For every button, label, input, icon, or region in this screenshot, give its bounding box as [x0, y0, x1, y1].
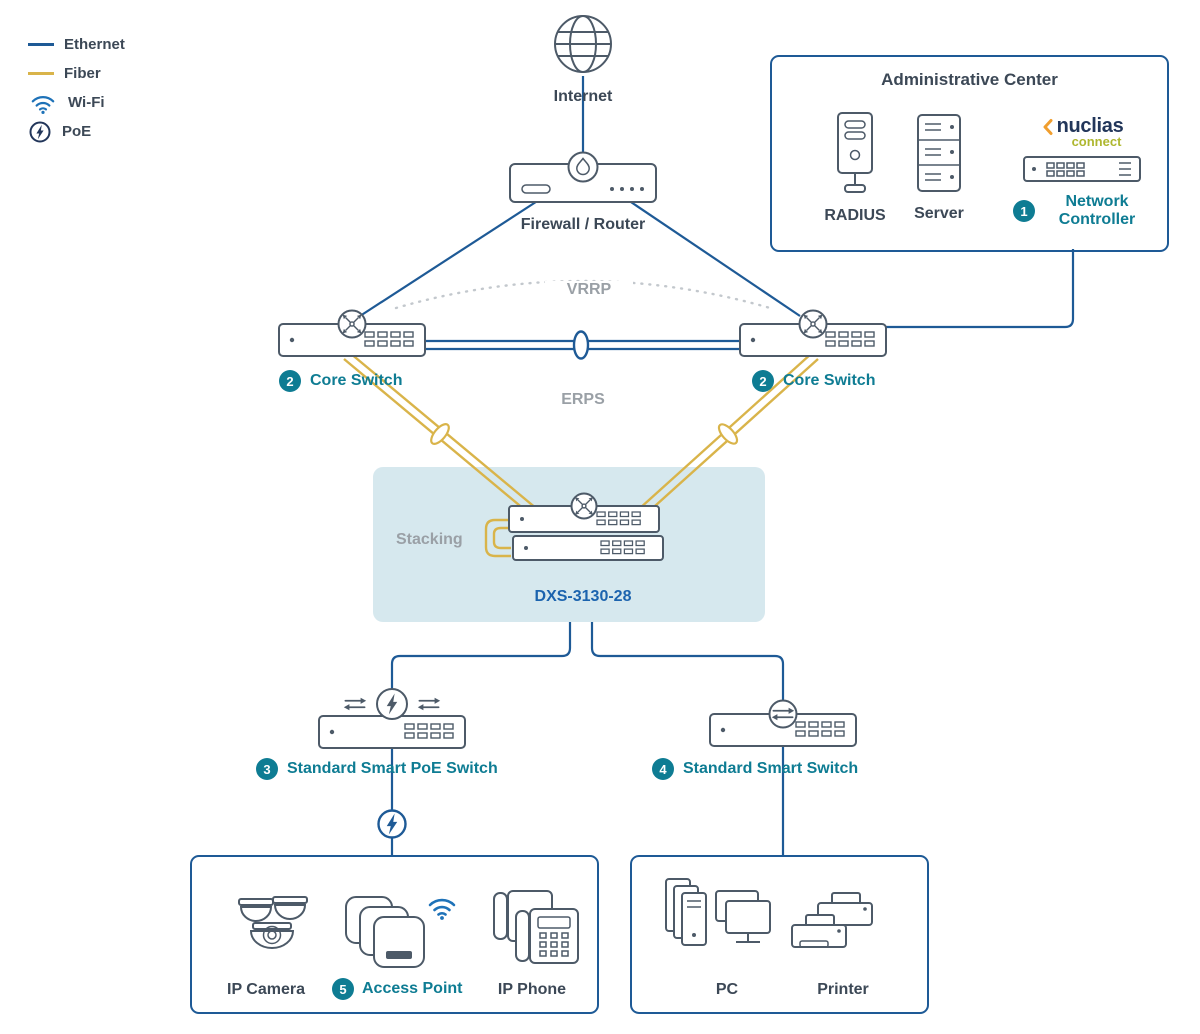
- server-icon: [917, 114, 961, 192]
- flame-icon: [576, 157, 590, 176]
- poe-switch-caption: 3 Standard Smart PoE Switch: [256, 758, 498, 780]
- legend-ethernet-label: Ethernet: [64, 36, 125, 53]
- access-point-label: Access Point: [362, 980, 463, 997]
- badge-3: 3: [256, 758, 278, 780]
- printer-icon: [791, 892, 873, 948]
- nuclias-logo: nuclias connect: [1041, 115, 1124, 149]
- wifi-icon: [31, 95, 55, 115]
- brand-subname: connect: [1071, 134, 1122, 149]
- admin-center-title: Administrative Center: [881, 70, 1058, 89]
- stacking-label: Stacking: [396, 531, 463, 548]
- vrrp-label: VRRP: [545, 281, 633, 300]
- nuclias-chevron-icon: [1043, 118, 1053, 135]
- pc-icon: [665, 878, 771, 946]
- poe-switch-icon: [318, 688, 466, 749]
- server-group: Server: [896, 113, 982, 223]
- smart-switch-caption: 4 Standard Smart Switch: [652, 758, 858, 780]
- pc-label: PC: [715, 981, 739, 998]
- network-controller-caption: 1 Network Controller: [1013, 193, 1151, 230]
- edge-devices-right-box: PC Printer: [630, 855, 929, 1014]
- legend-ethernet: Ethernet: [28, 34, 125, 55]
- firewall-router-icon: [509, 151, 657, 203]
- ethernet-line-swatch: [28, 43, 54, 46]
- poe-switch-label: Standard Smart PoE Switch: [287, 760, 498, 777]
- erps-ring-center: [572, 330, 590, 360]
- brand-name: nuclias: [1056, 115, 1124, 137]
- access-point-icon: [345, 896, 456, 968]
- fiber-line-swatch: [28, 72, 54, 75]
- legend-fiber: Fiber: [28, 63, 125, 84]
- stack-model-label: DXS-3130-28: [534, 588, 632, 605]
- erps-ring-right: [717, 423, 739, 445]
- ip-camera-label: IP Camera: [227, 981, 305, 998]
- ip-phone-icon: [493, 890, 579, 964]
- badge-5: 5: [332, 978, 354, 1000]
- legend-poe: PoE: [28, 121, 125, 142]
- stacking-cable-inner: [492, 526, 511, 550]
- legend-wifi: Wi-Fi: [28, 92, 125, 115]
- core-switch-right-caption: 2 Core Switch: [752, 370, 875, 392]
- access-point-caption: 5 Access Point: [332, 978, 462, 1000]
- firewall-label: Firewall / Router: [520, 216, 646, 233]
- server-label: Server: [914, 205, 964, 222]
- radius-label: RADIUS: [824, 207, 886, 224]
- network-controller-group: nuclias connect 1 Network Controller: [1002, 115, 1162, 230]
- stacked-switches-icon: [484, 492, 664, 561]
- core-switch-right-label: Core Switch: [783, 372, 876, 389]
- core-switch-left-icon: [278, 309, 426, 357]
- badge-1: 1: [1013, 200, 1035, 223]
- poe-icon: [29, 121, 51, 142]
- legend-poe-label: PoE: [62, 123, 92, 140]
- vrrp-arc: [394, 279, 772, 310]
- smart-switch-icon: [709, 699, 857, 747]
- erps-label: ERPS: [561, 391, 605, 408]
- internet-globe-icon: [554, 15, 612, 73]
- ip-phone-label: IP Phone: [497, 981, 567, 998]
- core-switch-left-label: Core Switch: [310, 372, 403, 389]
- stacking-cable-outer: [484, 518, 511, 558]
- legend-fiber-label: Fiber: [64, 65, 101, 82]
- radius-server-icon: [837, 112, 873, 193]
- badge-4: 4: [652, 758, 674, 780]
- legend-wifi-label: Wi-Fi: [68, 94, 105, 111]
- printer-label: Printer: [817, 981, 869, 998]
- edge-devices-left-box: IP Camera 5 Access Point IP Phone: [190, 855, 599, 1014]
- network-controller-icon: [1023, 156, 1141, 182]
- badge-2-right: 2: [752, 370, 774, 392]
- legend: Ethernet Fiber Wi-Fi PoE: [28, 34, 125, 142]
- core-switch-left-caption: 2 Core Switch: [279, 370, 402, 392]
- ap-wifi-icon: [428, 898, 456, 922]
- network-controller-label: Network Controller: [1058, 193, 1136, 229]
- administrative-center-box: Administrative Center RADIUS Server: [770, 55, 1169, 252]
- smart-switch-label: Standard Smart Switch: [683, 760, 859, 777]
- radius-server-group: RADIUS: [812, 111, 898, 225]
- internet-label: Internet: [553, 88, 613, 105]
- core-switch-right-icon: [739, 309, 887, 357]
- poe-link-icon: [377, 809, 407, 839]
- erps-ring-left: [430, 423, 450, 445]
- badge-2-left: 2: [279, 370, 301, 392]
- ip-camera-icon: [238, 896, 308, 949]
